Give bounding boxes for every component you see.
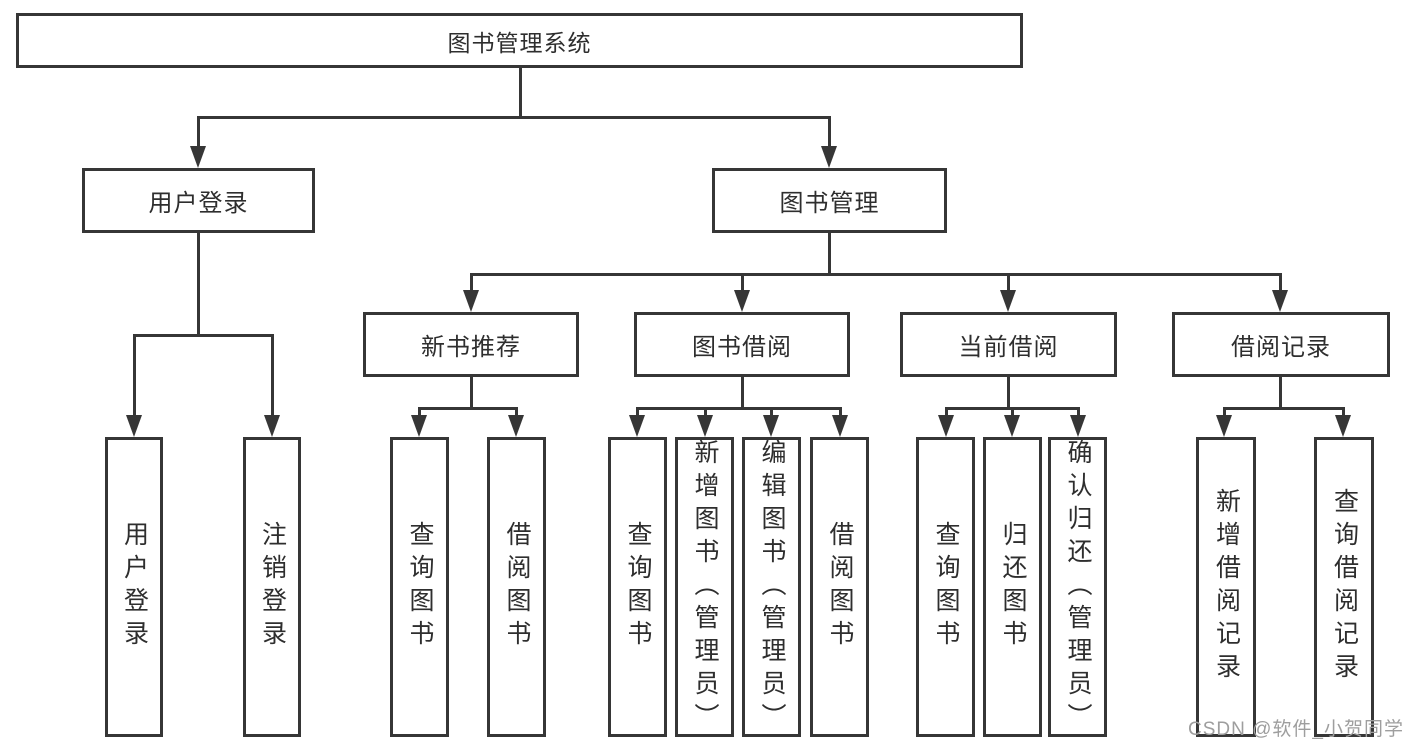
node-label: 图书管理 <box>779 190 880 217</box>
connector-stem <box>470 274 473 290</box>
leaf-label: 注销登录 <box>258 521 287 653</box>
arrowhead-down-icon <box>629 415 645 437</box>
node-label: 图书借阅 <box>692 334 792 361</box>
connector-stem <box>1279 377 1282 409</box>
connector-rail <box>636 407 842 410</box>
arrowhead-down-icon <box>1335 415 1351 437</box>
arrowhead-down-icon <box>832 415 848 437</box>
connector-level3-rail <box>470 273 1282 276</box>
connector-stem <box>839 408 842 415</box>
leaf-label: 查询图书 <box>932 521 960 653</box>
leaf-logout: 注销登录 <box>243 437 301 737</box>
arrowhead-down-icon <box>821 146 837 168</box>
connector-stem <box>1077 408 1080 415</box>
arrowhead-down-icon <box>264 415 280 437</box>
leaf-label: 归还图书 <box>999 521 1027 653</box>
connector-stem <box>741 274 744 290</box>
connector-stem <box>1279 274 1282 290</box>
connector-rail <box>1223 407 1345 410</box>
node-borrow-records: 借阅记录 <box>1172 312 1390 377</box>
arrowhead-down-icon <box>1070 415 1086 437</box>
connector-stem <box>704 408 707 415</box>
connector-rail <box>418 407 518 410</box>
node-root: 图书管理系统 <box>16 13 1023 68</box>
arrowhead-down-icon <box>508 415 524 437</box>
leaf-label: 借阅图书 <box>503 521 531 653</box>
node-label: 借阅记录 <box>1231 334 1331 361</box>
arrowhead-down-icon <box>1000 290 1016 312</box>
leaf-label: 查询图书 <box>406 521 434 653</box>
leaf-query-books-3: 查询图书 <box>916 437 975 737</box>
node-current-borrow: 当前借阅 <box>900 312 1117 377</box>
leaf-label: 编辑图书（管理员） <box>758 438 786 736</box>
arrowhead-down-icon <box>734 290 750 312</box>
connector-stem <box>515 408 518 415</box>
connector-stem <box>418 408 421 415</box>
arrowhead-down-icon <box>938 415 954 437</box>
leaf-label: 借阅图书 <box>826 521 854 653</box>
arrowhead-down-icon <box>411 415 427 437</box>
node-new-book-recommend: 新书推荐 <box>363 312 579 377</box>
arrowhead-down-icon <box>126 415 142 437</box>
leaf-label: 新增图书（管理员） <box>691 438 719 736</box>
leaf-query-books-2: 查询图书 <box>608 437 667 737</box>
connector-stem <box>133 335 136 415</box>
node-user-login: 用户登录 <box>82 168 315 233</box>
arrowhead-down-icon <box>1272 290 1288 312</box>
connector-stem <box>828 232 831 276</box>
leaf-edit-book-admin: 编辑图书（管理员） <box>742 437 801 737</box>
connector-stem <box>271 335 274 415</box>
leaf-query-borrow-record: 查询借阅记录 <box>1314 437 1374 737</box>
arrowhead-down-icon <box>697 415 713 437</box>
connector-stem <box>828 117 831 147</box>
connector-stem <box>1007 377 1010 409</box>
connector-stem <box>1007 274 1010 290</box>
leaf-add-book-admin: 新增图书（管理员） <box>675 437 734 737</box>
leaf-borrow-books-1: 借阅图书 <box>487 437 546 737</box>
leaf-return-book: 归还图书 <box>983 437 1042 737</box>
connector-level2-rail <box>197 116 831 119</box>
node-label: 用户登录 <box>148 190 249 217</box>
connector-stem <box>1011 408 1014 415</box>
arrowhead-down-icon <box>190 146 206 168</box>
leaf-label: 确认归还（管理员） <box>1064 438 1092 736</box>
node-label: 新书推荐 <box>421 334 521 361</box>
connector-stem <box>741 377 744 409</box>
connector-rail <box>133 334 274 337</box>
arrowhead-down-icon <box>463 290 479 312</box>
arrowhead-down-icon <box>763 415 779 437</box>
node-book-borrow: 图书借阅 <box>634 312 850 377</box>
connector-stem <box>470 377 473 409</box>
connector-stem <box>197 233 200 336</box>
connector-stem <box>197 117 200 147</box>
csdn-watermark: CSDN @软件_小贺同学 <box>1188 719 1404 740</box>
arrowhead-down-icon <box>1216 415 1232 437</box>
leaf-user-login: 用户登录 <box>105 437 163 737</box>
node-label: 当前借阅 <box>958 334 1059 361</box>
leaf-label: 查询借阅记录 <box>1330 488 1359 686</box>
connector-stem <box>1223 408 1226 415</box>
connector-stem <box>1342 408 1345 415</box>
leaf-query-books-1: 查询图书 <box>390 437 449 737</box>
leaf-add-borrow-record: 新增借阅记录 <box>1196 437 1256 737</box>
node-root-label: 图书管理系统 <box>447 29 592 56</box>
connector-stem <box>770 408 773 415</box>
connector-root-stem <box>519 68 522 117</box>
connector-stem <box>945 408 948 415</box>
leaf-confirm-return-admin: 确认归还（管理员） <box>1048 437 1107 737</box>
leaf-label: 查询图书 <box>624 521 652 653</box>
node-book-management: 图书管理 <box>712 168 947 233</box>
arrowhead-down-icon <box>1004 415 1020 437</box>
connector-stem <box>636 408 639 415</box>
leaf-label: 用户登录 <box>120 521 149 653</box>
leaf-borrow-books-2: 借阅图书 <box>810 437 869 737</box>
leaf-label: 新增借阅记录 <box>1212 488 1241 686</box>
